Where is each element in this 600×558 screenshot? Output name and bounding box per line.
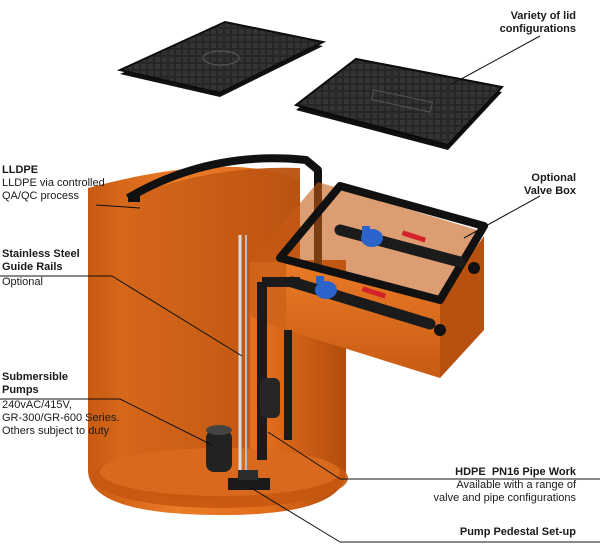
pipe-work-title: HDPE PN16 Pipe Work xyxy=(455,466,576,478)
leader-lines xyxy=(0,35,600,543)
label-guide-rails: Stainless Steel Guide Rails Optional xyxy=(2,248,80,289)
lid-title-line1: Variety of lid xyxy=(510,10,576,22)
pumps-title-line1: Submersible xyxy=(2,371,69,383)
submersible-pumps xyxy=(206,378,280,472)
label-valve-box: Optional Valve Box xyxy=(524,172,576,198)
label-pedestal: Pump Pedestal Set-up xyxy=(460,526,576,539)
lldpe-desc-line2: QA/QC process xyxy=(2,190,80,202)
pumps-title-line2: Pumps xyxy=(2,384,39,396)
lldpe-title: LLDPE xyxy=(2,164,39,176)
pipe-work-desc-line1: Available with a range of xyxy=(456,479,576,491)
label-pipe-work: HDPE PN16 Pipe Work Available with a ran… xyxy=(434,466,576,505)
rails-desc: Optional xyxy=(2,276,43,288)
pumps-desc-line3: Others subject to duty xyxy=(2,425,109,437)
pipe-work-desc-line2: valve and pipe configurations xyxy=(433,492,576,504)
pumps-desc-line2: GR-300/GR-600 Series. xyxy=(2,412,120,424)
label-lldpe: LLDPE LLDPE via controlled QA/QC process xyxy=(2,164,105,203)
lid-square-right xyxy=(293,57,504,150)
valve-box-title-line2: Valve Box xyxy=(524,185,576,197)
lid-square-left xyxy=(116,20,327,97)
label-lid: Variety of lid configurations xyxy=(500,10,576,36)
rails-title-line1: Stainless Steel xyxy=(2,248,80,260)
valves xyxy=(315,226,427,299)
lldpe-desc-line1: LLDPE via controlled xyxy=(2,177,105,189)
lid-title-line2: configurations xyxy=(499,23,576,35)
valve-box-title-line1: Optional xyxy=(531,172,576,184)
label-pumps: Submersible Pumps 240vAC/415V, GR-300/GR… xyxy=(2,371,119,438)
pump-pedestal xyxy=(228,470,270,490)
guide-rails xyxy=(238,235,247,470)
pipe-work xyxy=(257,224,480,460)
rails-title-line2: Guide Rails xyxy=(2,261,63,273)
pumps-desc-line1: 240vAC/415V, xyxy=(2,399,72,411)
pedestal-title: Pump Pedestal Set-up xyxy=(459,526,576,538)
